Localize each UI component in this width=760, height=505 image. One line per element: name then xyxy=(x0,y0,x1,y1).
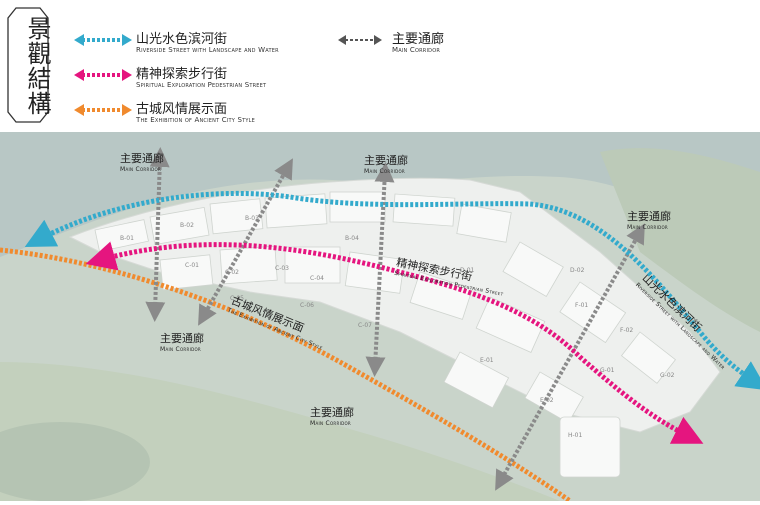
block-code: B-02 xyxy=(180,222,194,229)
legend-ancient: 古城风情展示面 The Exhibition of Ancient City S… xyxy=(74,98,334,132)
legend-spiritual-cn: 精神探索步行街 xyxy=(136,67,228,82)
block-code: B-01 xyxy=(120,235,134,242)
block-code: F-01 xyxy=(575,302,588,309)
badge-title: 景觀結構 xyxy=(23,16,51,116)
block-code: C-05 xyxy=(230,295,244,302)
legend-spiritual: 精神探索步行街 Spiritual Exploration Pedestrian… xyxy=(74,63,334,97)
river-water xyxy=(0,132,760,257)
block-code: D-01 xyxy=(460,267,475,274)
site-plan-svg: B-01 B-02 B-03 B-04 C-01 C-02 C-03 C-04 … xyxy=(0,132,760,504)
block-code: C-04 xyxy=(310,275,324,282)
double-arrow-magenta-icon xyxy=(74,69,132,81)
double-arrow-cyan-icon xyxy=(74,34,132,46)
block-code: E-02 xyxy=(540,397,554,404)
legend-riverside-cn: 山光水色滨河街 xyxy=(136,32,228,47)
site-plan-map: B-01 B-02 B-03 B-04 C-01 C-02 C-03 C-04 … xyxy=(0,132,760,504)
double-arrow-gray-icon xyxy=(338,35,382,45)
block-code: C-02 xyxy=(225,269,239,276)
block-code: E-01 xyxy=(480,357,494,364)
block-code: C-03 xyxy=(275,265,289,272)
legend-ancient-en: The Exhibition of Ancient City Style xyxy=(136,116,255,124)
spiritual-route xyxy=(85,241,704,444)
legend-corridor-cn: 主要通廊 xyxy=(392,32,445,47)
riverside-route xyxy=(24,190,760,391)
block-code: H-01 xyxy=(568,432,582,439)
legend-corridor: 主要通廊 Main Corridor xyxy=(338,28,518,62)
title-badge: 景觀結構 xyxy=(6,6,51,124)
block-code: G-01 xyxy=(600,367,615,374)
block-code: C-06 xyxy=(300,302,314,309)
badge-frame xyxy=(7,7,49,123)
legend-spiritual-en: Spiritual Exploration Pedestrian Street xyxy=(136,81,267,89)
legend-corridor-en: Main Corridor xyxy=(392,46,441,54)
block-code: G-02 xyxy=(660,372,675,379)
double-arrow-orange-icon xyxy=(74,104,132,116)
block-code-labels: B-01 B-02 B-03 B-04 C-01 C-02 C-03 C-04 … xyxy=(120,215,675,439)
block-code: C-01 xyxy=(185,262,199,269)
block-code: B-03 xyxy=(245,215,259,222)
legend-ancient-cn: 古城风情展示面 xyxy=(136,102,228,117)
plaza-block xyxy=(559,416,621,478)
block-code: C-07 xyxy=(358,322,372,329)
legend-riverside-en: Riverside Street with Landscape and Wate… xyxy=(136,46,279,54)
block-code: F-02 xyxy=(620,327,633,334)
block-code: D-02 xyxy=(570,267,585,274)
legend-riverside: 山光水色滨河街 Riverside Street with Landscape … xyxy=(74,28,334,62)
block-code: B-04 xyxy=(345,235,359,242)
